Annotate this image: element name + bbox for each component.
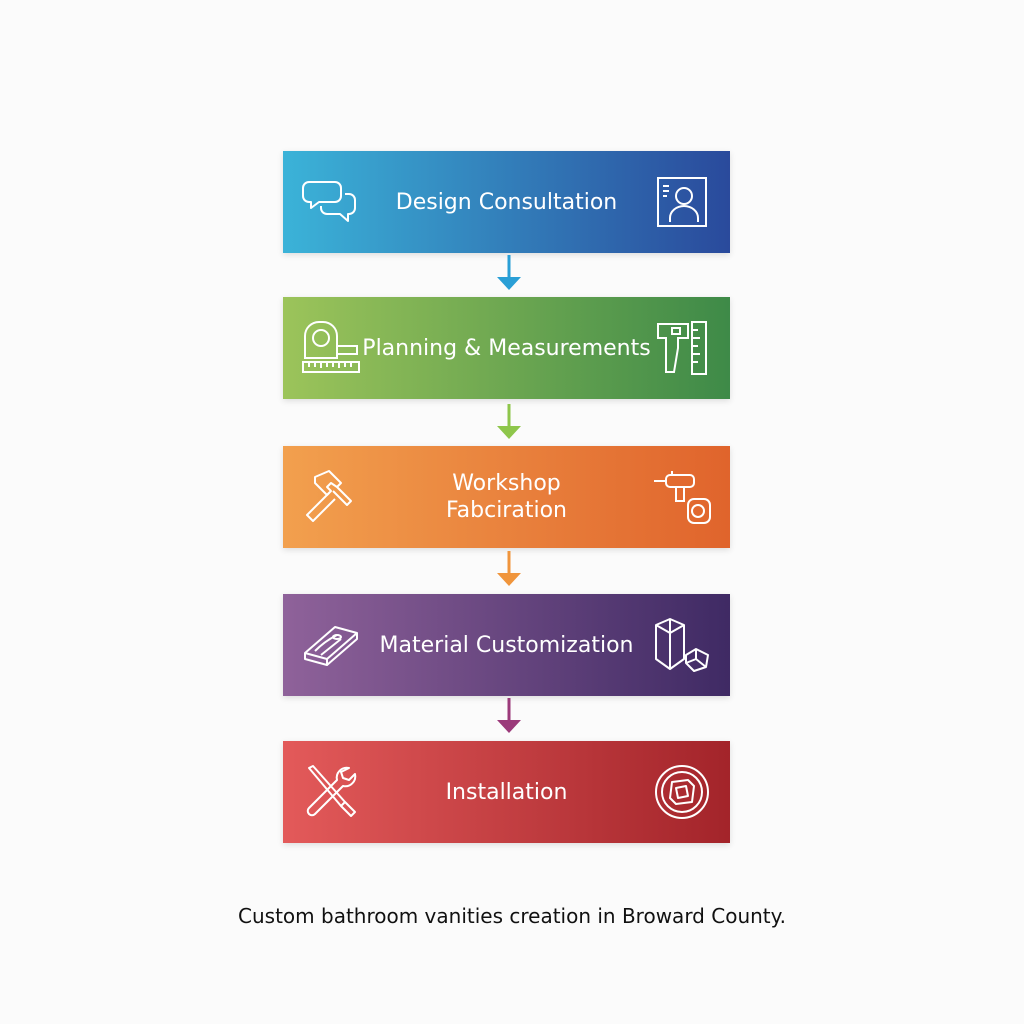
step-installation: Installation [283, 741, 730, 843]
hammer-icon [306, 470, 352, 522]
flow-arrow-3 [497, 551, 521, 586]
tape-measure-icon [302, 321, 360, 373]
flow-arrow-1 [497, 255, 521, 290]
caliper-ruler-icon [657, 321, 707, 375]
step-planning-measurements: Planning & Measurements [283, 297, 730, 399]
crystal-icon [655, 618, 709, 672]
step-label: Workshop Fabciration [446, 471, 567, 523]
flow-arrow-2 [497, 404, 521, 439]
step-label: Material Customization [379, 632, 634, 658]
step-design-consultation: Design Consultation [283, 151, 730, 253]
user-profile-icon [657, 177, 707, 227]
step-label: Installation [445, 779, 568, 805]
step-label: Design Consultation [395, 189, 618, 215]
step-workshop-fabrication: Workshop Fabciration [283, 446, 730, 548]
target-badge-icon [655, 765, 709, 819]
chat-bubbles-icon [302, 181, 356, 222]
step-material-customization: Material Customization [283, 594, 730, 696]
drill-tape-icon [654, 471, 711, 524]
step-label: Planning & Measurements [362, 335, 651, 361]
wood-plank-icon [304, 626, 358, 666]
flow-arrow-4 [497, 698, 521, 733]
caption: Custom bathroom vanities creation in Bro… [238, 904, 786, 928]
wrench-screwdriver-icon [306, 765, 357, 817]
